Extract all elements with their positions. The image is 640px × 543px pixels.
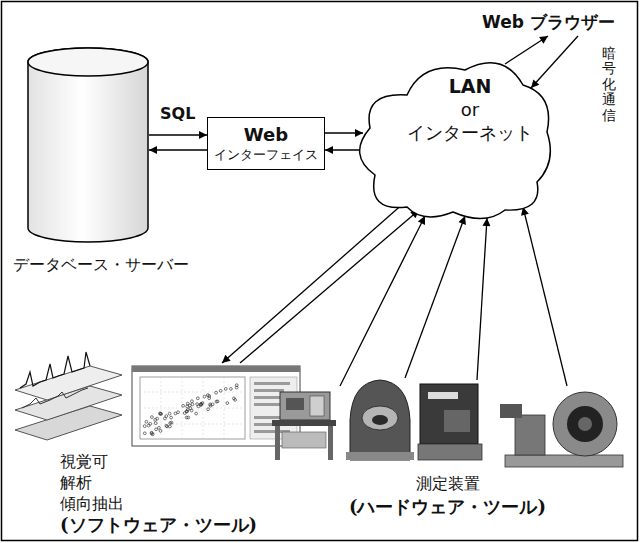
text-group: 測定装置(ハードウェア・ツール) [265, 472, 630, 518]
node-text: 測定装置 [265, 472, 630, 495]
scatter-dot [195, 412, 198, 415]
arrow-connector [149, 134, 207, 135]
scatter-dot [230, 388, 233, 391]
scatter-dot [159, 412, 162, 415]
optical-instrument [500, 392, 623, 467]
node-text: Web [244, 124, 288, 146]
scatter-dot [158, 426, 161, 429]
text-group: データベース・サーバー [8, 254, 193, 276]
instrument-bench [272, 392, 336, 460]
node-text: 解析 [60, 472, 310, 493]
arrow-connector [149, 149, 207, 150]
node-text: (ソフトウェア・ツール) [60, 514, 310, 535]
arrow-connector [240, 210, 419, 363]
scatter-dot [203, 395, 206, 398]
arrow-connector [531, 36, 578, 88]
scatter-dot [149, 422, 152, 425]
scatter-dot [159, 413, 162, 416]
scatter-dot [226, 402, 229, 405]
arrow-connector [325, 149, 359, 150]
cylinder-outline [8, 38, 193, 248]
scatter-dot [211, 403, 214, 406]
scatter-dot [177, 411, 180, 414]
scatter-dot [235, 386, 238, 389]
scatter-dot [165, 424, 168, 427]
browser-node: Web ブラウザー [478, 8, 619, 36]
arrow-connector [505, 36, 548, 64]
scatter-dot [147, 424, 150, 427]
scatter-dot [151, 416, 154, 419]
scatter-dot [156, 417, 159, 420]
scatter-dot [143, 432, 146, 435]
arrow-connector [477, 218, 487, 380]
scatter-dot [187, 416, 190, 419]
scatter-dot [189, 407, 192, 410]
node-text: インターフェイス [214, 146, 318, 164]
scatter-dot [151, 433, 154, 436]
arrow-connector [523, 207, 567, 386]
scatter-dot [154, 422, 157, 425]
surface-plot-icon [15, 352, 122, 440]
edge-label-patch: 暗号化通信 [602, 46, 616, 123]
database-cylinder: データベース・サーバー [8, 38, 193, 283]
arrow-connector [325, 132, 363, 133]
scatter-dot [224, 388, 227, 391]
scatter-dot [159, 430, 162, 433]
scatter-dot [215, 400, 218, 403]
scatter-dot [170, 416, 173, 419]
edge-label-patch: SQL [158, 104, 197, 123]
node-text: 傾向抽出 [60, 493, 310, 514]
node-text: インターネット [390, 121, 550, 144]
scatter-dot [166, 425, 169, 428]
scatter-dot [196, 397, 199, 400]
arrow-connector [222, 202, 405, 363]
scatter-dot [207, 408, 210, 411]
node-text: (ハードウェア・ツール) [265, 495, 630, 518]
scatter-dot [168, 412, 171, 415]
scatter-dot [150, 432, 153, 435]
box-instrument [418, 384, 482, 460]
scatter-dot [200, 404, 203, 407]
arrow-connector [340, 216, 425, 386]
interface-box: Webインターフェイス [207, 117, 325, 170]
scatter-dot [186, 402, 189, 405]
scatter-dot [143, 425, 146, 428]
hardware-tools: 測定装置(ハードウェア・ツール) [265, 372, 630, 532]
arrow-connector [405, 216, 465, 378]
scatter-dot [186, 409, 189, 412]
node-text: 視覚可 [60, 451, 310, 472]
scatter-dot [199, 403, 202, 406]
scatter-window-icon [132, 366, 300, 446]
scatter-dot [219, 389, 222, 392]
edge-label: SQL [158, 104, 197, 123]
software-tools: 視覚可解析傾向抽出(ソフトウェア・ツール) [10, 360, 310, 538]
scatter-dot [191, 403, 194, 406]
scatter-dot [183, 412, 186, 415]
scatter-dot [233, 397, 236, 400]
scatter-dot [215, 391, 218, 394]
node-text: データベース・サーバー [8, 254, 193, 276]
node-text: LAN [390, 75, 550, 98]
scatter-dot [165, 415, 168, 418]
scatter-dot [196, 403, 199, 406]
network-cloud: LANorインターネット [345, 50, 555, 222]
node-text: or [390, 98, 550, 121]
scatter-dot [169, 425, 172, 428]
text-group: 視覚可解析傾向抽出(ソフトウェア・ツール) [60, 451, 310, 535]
scatter-dot [145, 420, 148, 423]
dome-instrument [346, 380, 414, 460]
scatter-dot [169, 422, 172, 425]
scatter-dot [182, 404, 185, 407]
scatter-dot [174, 412, 177, 415]
scatter-dot [191, 400, 194, 403]
edge-label: 暗号化通信 [602, 46, 616, 123]
scatter-dot [155, 428, 158, 431]
node-text: Web ブラウザー [482, 11, 615, 33]
scatter-dot [208, 397, 211, 400]
text-group: LANorインターネット [390, 75, 550, 144]
